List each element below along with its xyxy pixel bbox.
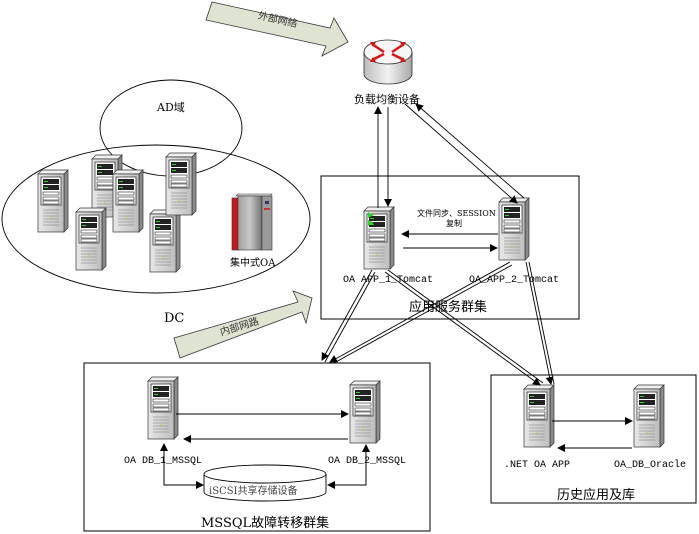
app-server-2-icon: [498, 197, 530, 261]
internal-network-arrow: [173, 290, 313, 359]
net-oa-app-label: .NET OA APP: [504, 460, 571, 471]
dc-ellipse: [1, 144, 311, 294]
app-server-2-label: OA_APP_2_Tomcat: [469, 275, 560, 286]
iscsi-storage-icon: [203, 464, 327, 502]
app-cluster-title: 应用服务群集: [409, 300, 488, 315]
load-balancer-icon: [363, 39, 413, 85]
sync-label-line1: 文件同步、SESSION: [417, 209, 496, 218]
mssql-cluster-box: [83, 362, 431, 532]
app-server-1-icon: [363, 206, 395, 270]
sync-label-line2: 复制: [446, 219, 462, 228]
oracle-db-label: OA_DB_Oracle: [614, 460, 687, 471]
dc-label: DC: [164, 311, 185, 326]
db-server-1-label: OA DB_1_MSSQL: [124, 456, 203, 467]
mssql-cluster-title: MSSQL故障转移群集: [201, 516, 330, 531]
load-balancer-label: 负载均衡设备: [354, 93, 420, 106]
history-cluster-box: [490, 374, 697, 504]
ad-domain-label: AD域: [157, 101, 185, 114]
iscsi-storage-label: iSCSI共享存储设备: [209, 486, 298, 497]
dc-server-icon: [37, 152, 197, 273]
external-network-arrow: [205, 1, 349, 57]
db-server-1-icon: [147, 376, 179, 440]
history-cluster-title: 历史应用及库: [557, 488, 636, 503]
centralized-oa-cabinet-icon: [231, 193, 273, 251]
db-server-2-label: OA DB_2_MSSQL: [328, 456, 407, 467]
centralized-oa-label: 集中式OA: [230, 258, 276, 269]
db-server-2-icon: [349, 380, 381, 444]
app-server-1-label: OA APP_1_Tomcat: [343, 275, 434, 286]
net-oa-server-icon: [523, 384, 555, 448]
connectors: [160, 103, 633, 489]
oracle-db-server-icon: [633, 384, 665, 448]
